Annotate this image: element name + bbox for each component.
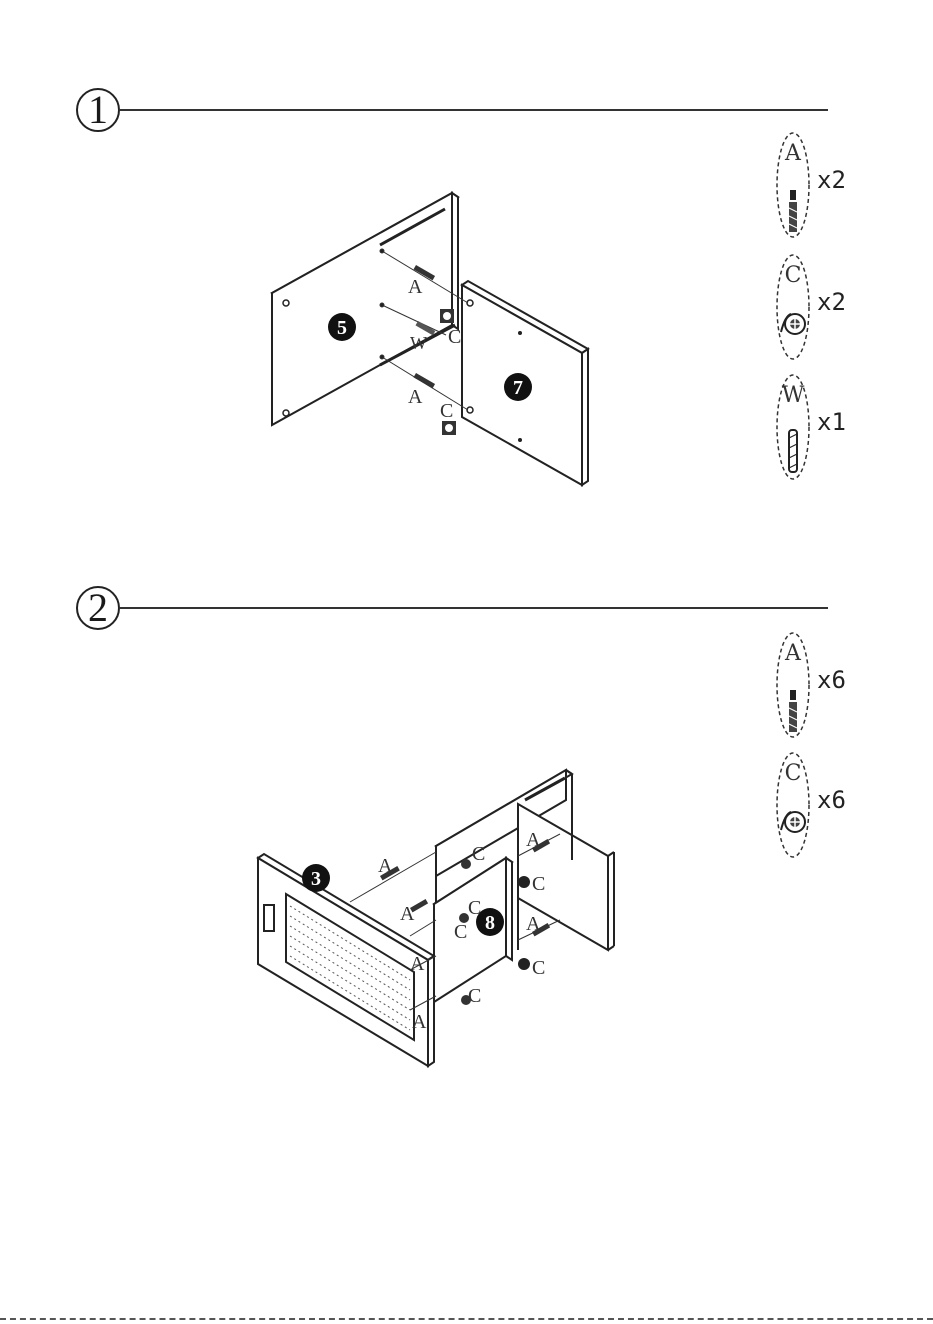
step-number: 1 [76, 88, 120, 132]
hardware-callout: C [448, 326, 461, 348]
panel-3: 3 [258, 854, 434, 1066]
hardware-callout: A [408, 386, 423, 408]
hardware-callout: A [410, 953, 425, 975]
hardware-callout: C [472, 843, 485, 865]
hardware-callout: A [526, 829, 541, 851]
cam-bolt-icon [789, 190, 797, 232]
hardware-item-cam-lock: C x2 [775, 252, 855, 362]
panel-number: 3 [311, 868, 321, 890]
hardware-qty: x1 [817, 408, 846, 436]
hardware-qty: x6 [817, 786, 846, 814]
cam-lock-icon [440, 309, 454, 323]
hardware-callout: C [440, 400, 453, 422]
hardware-qty: x2 [817, 288, 846, 316]
page-bottom-border [0, 1318, 933, 1320]
step-2-exploded-diagram: 3 8 A A A A A A [250, 760, 630, 1070]
step-divider [120, 109, 828, 111]
hardware-qty: x2 [817, 166, 846, 194]
hardware-callout: A [526, 913, 541, 935]
hardware-letter: A [784, 641, 802, 666]
hardware-letter: A [784, 141, 802, 166]
cam-lock-icon [461, 859, 471, 869]
step-number: 2 [76, 586, 120, 630]
step-1-exploded-diagram: 5 7 A A W C C [250, 185, 610, 495]
wooden-dowel-icon [789, 430, 797, 472]
panel-number: 7 [513, 377, 523, 399]
hardware-item-cam-bolt: A x2 [775, 130, 855, 240]
hardware-qty: x6 [817, 666, 846, 694]
hardware-letter: W [782, 383, 805, 408]
hardware-letter: C [785, 263, 802, 288]
hardware-item-dowel: W x1 [775, 372, 855, 482]
hardware-callout: C [532, 873, 545, 895]
hardware-letter: C [785, 761, 802, 786]
hardware-callout: A [378, 855, 393, 877]
hardware-callout: C [532, 957, 545, 979]
hardware-callout: A [400, 903, 415, 925]
step-divider [120, 607, 828, 609]
panel-number: 8 [485, 912, 495, 934]
cam-bolt-icon [789, 690, 797, 732]
hardware-callout: A [408, 276, 423, 298]
hardware-callout: W [410, 333, 427, 353]
cam-lock-icon [518, 958, 530, 970]
hardware-callout: A [412, 1011, 427, 1033]
cam-lock-icon [781, 812, 805, 832]
hardware-callout: C [468, 897, 481, 919]
hardware-item-cam-bolt: A x6 [775, 630, 855, 740]
hardware-callout: C [468, 985, 481, 1007]
cam-lock-icon [781, 314, 805, 334]
cam-lock-icon [442, 421, 456, 435]
panel-8: 8 [434, 858, 512, 1002]
hardware-callout: C [454, 921, 467, 943]
hardware-item-cam-lock: C x6 [775, 750, 855, 860]
panel-number: 5 [337, 317, 347, 339]
panel-5: 5 [272, 193, 458, 425]
cam-lock-icon [518, 876, 530, 888]
panel-7: 7 [462, 281, 588, 485]
